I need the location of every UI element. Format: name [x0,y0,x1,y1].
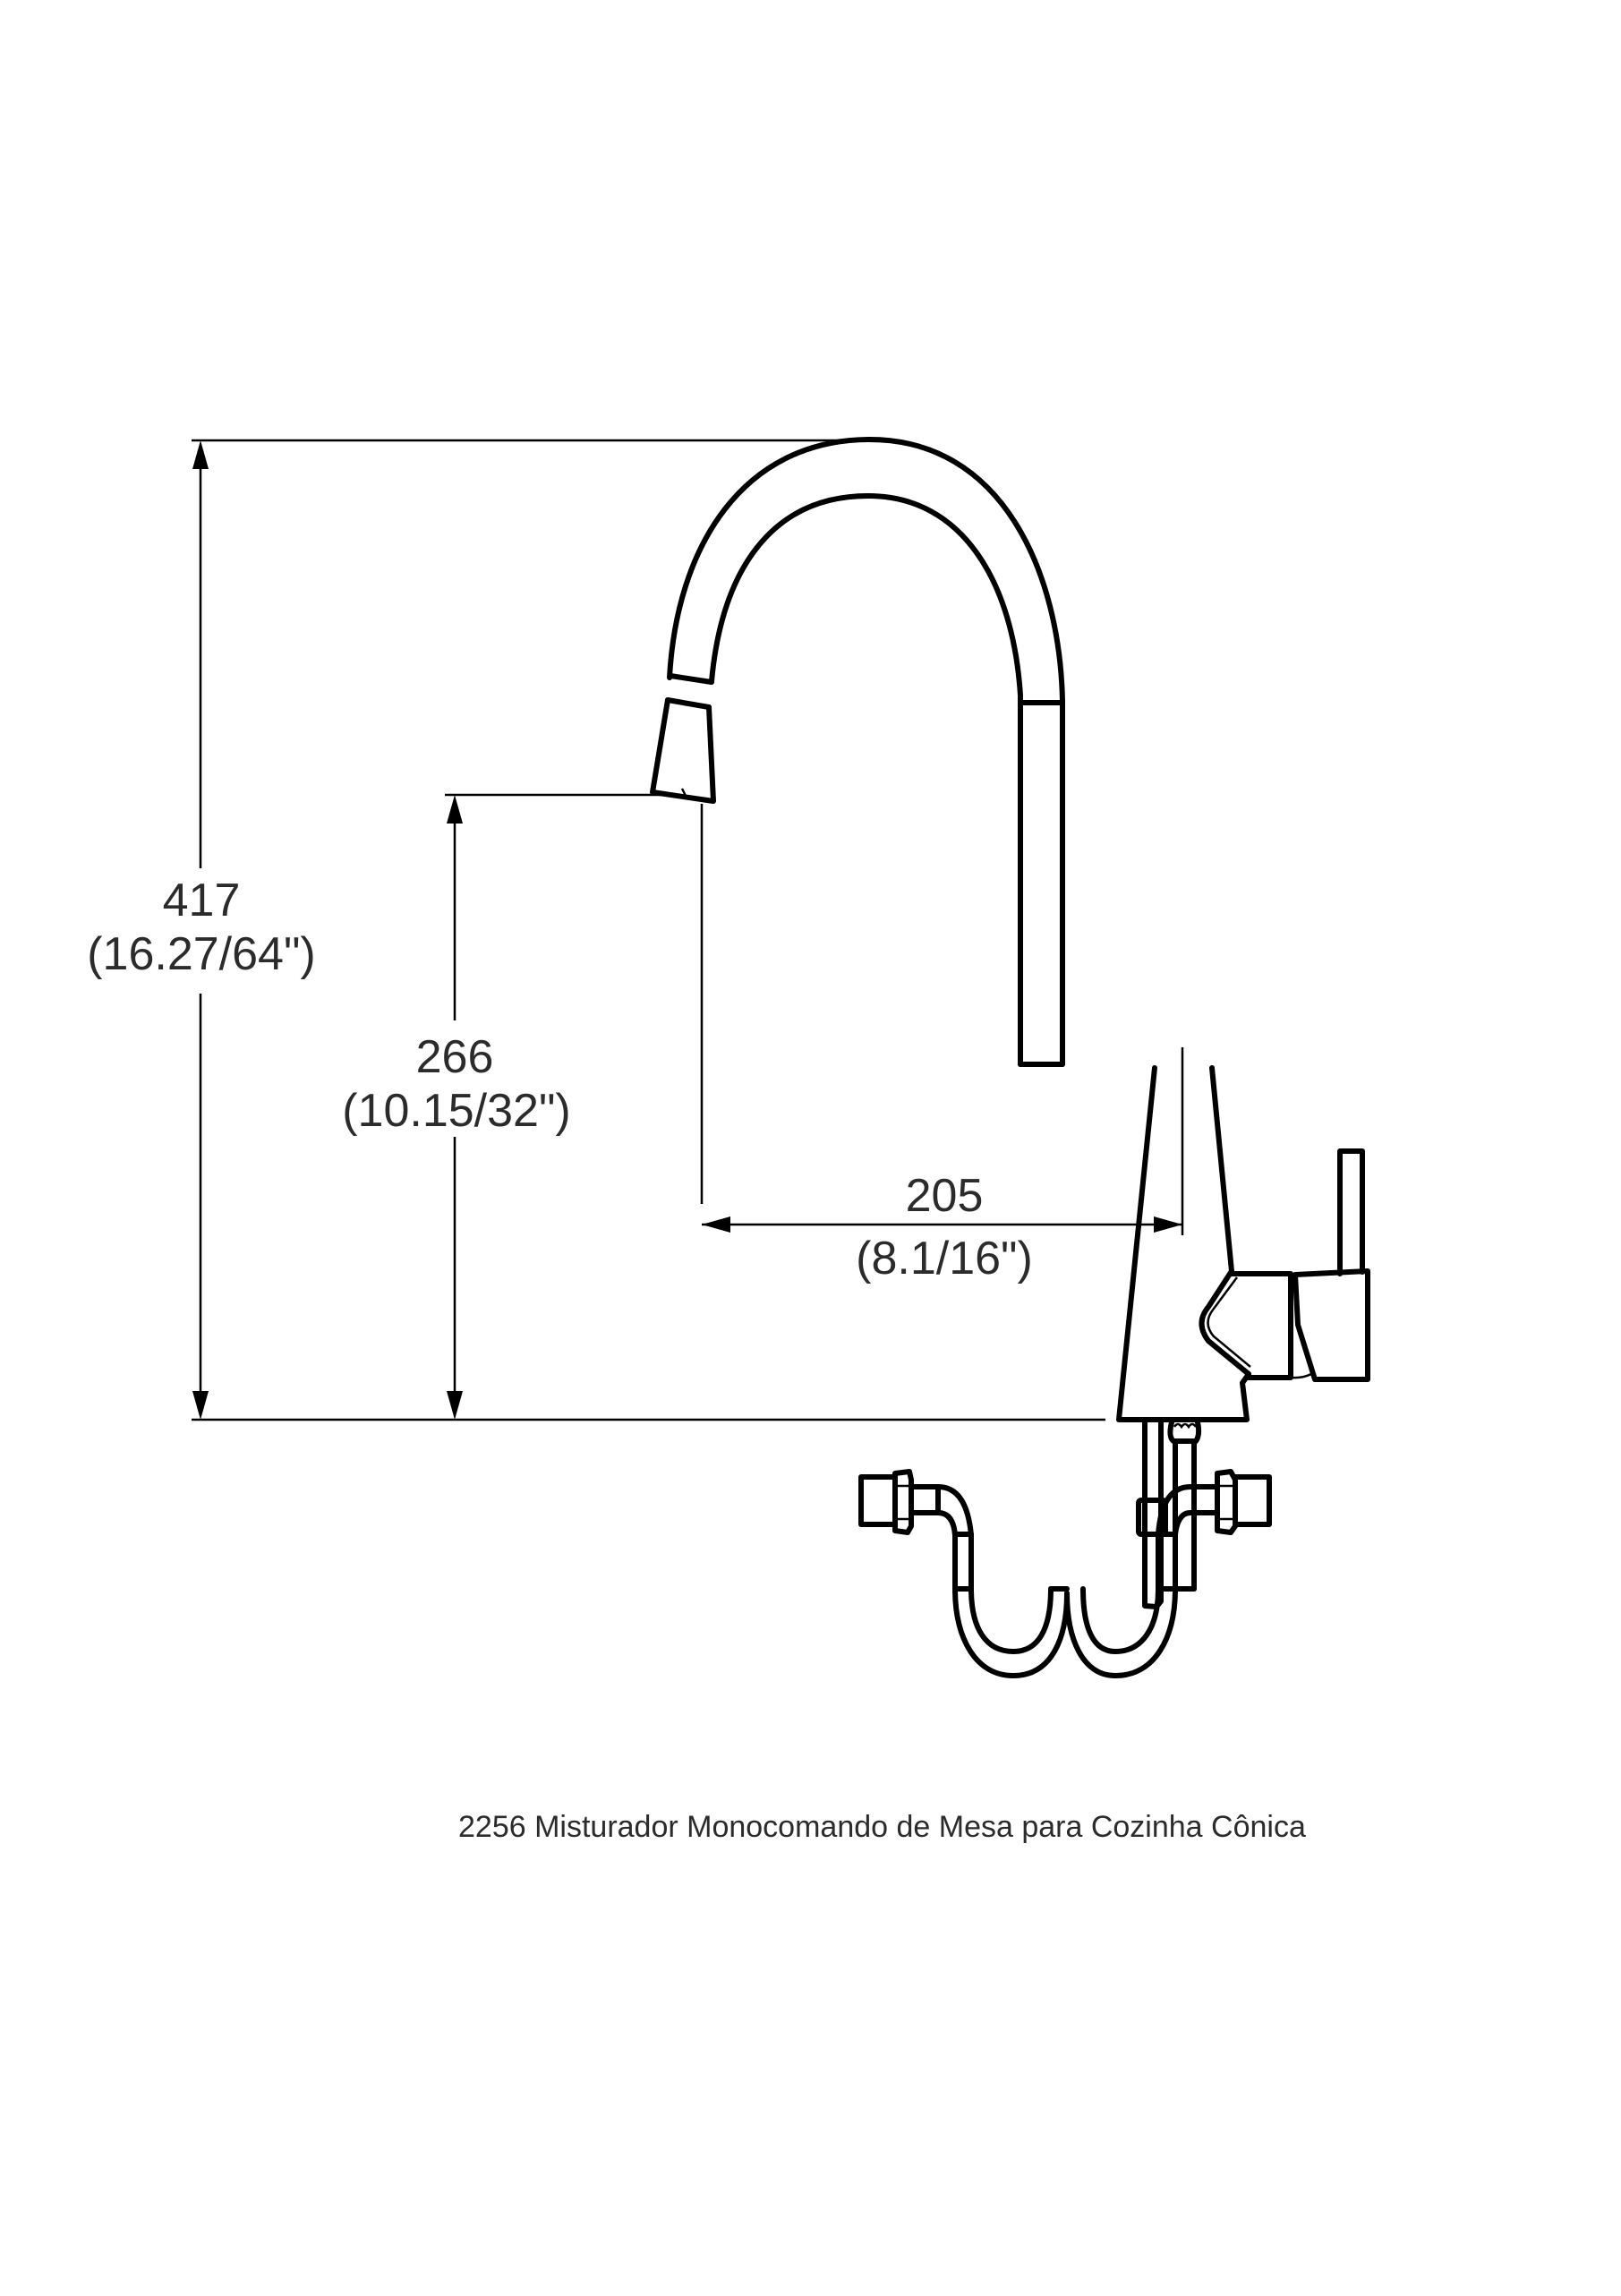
spout-reach-inches-label: (8.1/16") [856,1233,1033,1285]
spout-height-dimension [445,793,661,1420]
product-caption: 2256 Misturador Monocomando de Mesa para… [458,1810,1306,1844]
faucet-body-icon [1018,1062,1251,1422]
spout-height-inches-label: (10.15/32") [342,1085,571,1137]
lever-handle-icon [1229,1148,1370,1382]
total-height-dimension [192,439,1105,1421]
supply-hose-right-icon [1064,1469,1272,1678]
faucet-spout-icon [650,436,1065,1067]
spout-height-mm-label: 266 [415,1031,494,1083]
spout-reach-mm-label: 205 [905,1170,984,1222]
total-height-mm-label: 417 [162,875,241,926]
supply-hose-left-icon [858,1469,1070,1678]
spout-reach-dimension [700,804,1184,1235]
total-height-inches-label: (16.27/64") [87,928,316,980]
